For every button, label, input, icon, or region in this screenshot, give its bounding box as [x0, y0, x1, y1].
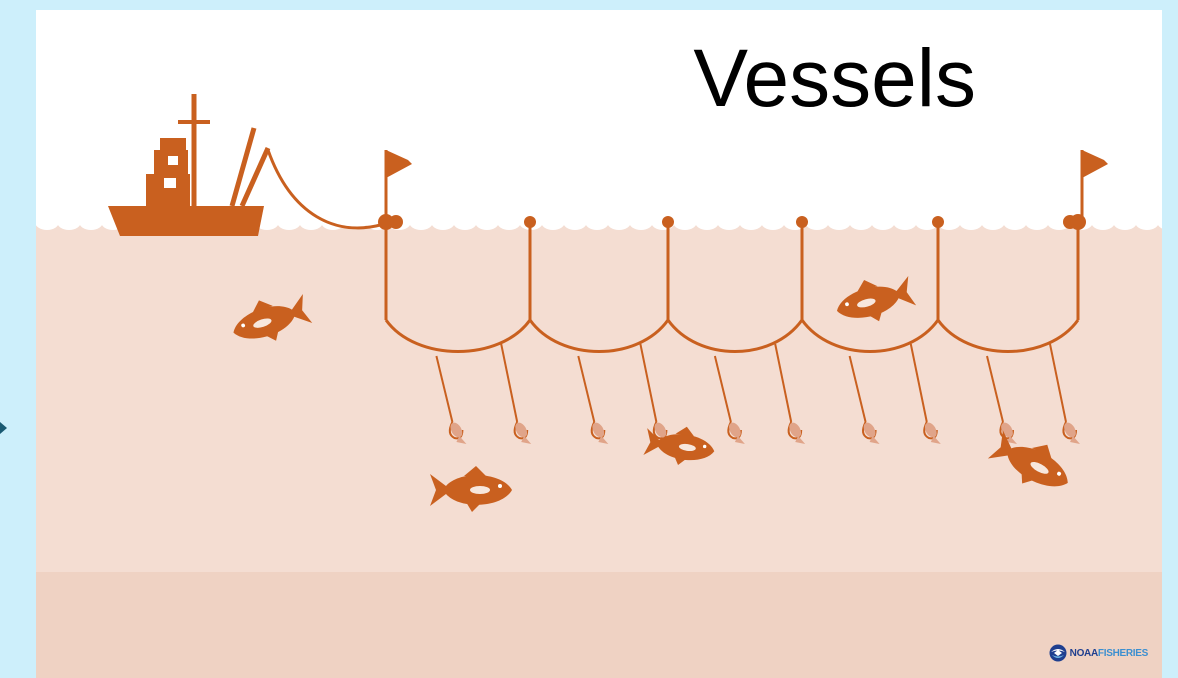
wave-scallop	[1113, 214, 1137, 230]
wave-scallop	[673, 214, 697, 230]
wave-scallop	[36, 214, 59, 230]
wave-scallop	[629, 214, 653, 230]
wave-scallop	[695, 214, 719, 230]
wave-scallop	[717, 214, 741, 230]
diagram-canvas	[36, 10, 1162, 678]
wave-scallop	[563, 214, 587, 230]
wave-scallop	[849, 214, 873, 230]
seafloor-area	[36, 572, 1162, 678]
wave-scallop	[1003, 214, 1027, 230]
wave-scallop	[453, 214, 477, 230]
wave-scallop	[299, 214, 323, 230]
wave-scallop	[57, 214, 81, 230]
wave-scallop	[739, 214, 763, 230]
slide-arrow-icon	[0, 420, 8, 441]
water-area	[36, 222, 1162, 576]
wave-scallop	[893, 214, 917, 230]
wave-scallop	[497, 214, 521, 230]
longline-diagram: Vessels NOAAFISHERIES	[36, 10, 1162, 678]
logo-text-noaa: NOAA	[1070, 648, 1098, 659]
wave-scallop	[981, 214, 1005, 230]
wave-scallop	[805, 214, 829, 230]
wave-scallop	[827, 214, 851, 230]
wave-scallop	[585, 214, 609, 230]
wave-scallop	[277, 214, 301, 230]
wave-scallop	[871, 214, 895, 230]
wave-scallop	[409, 214, 433, 230]
wave-scallop	[1025, 214, 1049, 230]
wave-scallop	[761, 214, 785, 230]
sky-area	[36, 10, 1162, 240]
wave-scallop	[959, 214, 983, 230]
wave-scallop	[79, 214, 103, 230]
noaa-logo-icon	[1049, 644, 1067, 662]
wave-scallop	[607, 214, 631, 230]
wave-scallop	[431, 214, 455, 230]
wave-scallop	[541, 214, 565, 230]
wave-scallop	[475, 214, 499, 230]
wave-scallop	[1135, 214, 1159, 230]
logo-text-fisheries: FISHERIES	[1098, 648, 1148, 659]
noaa-fisheries-logo: NOAAFISHERIES	[1049, 644, 1148, 662]
wave-scallop	[1091, 214, 1115, 230]
